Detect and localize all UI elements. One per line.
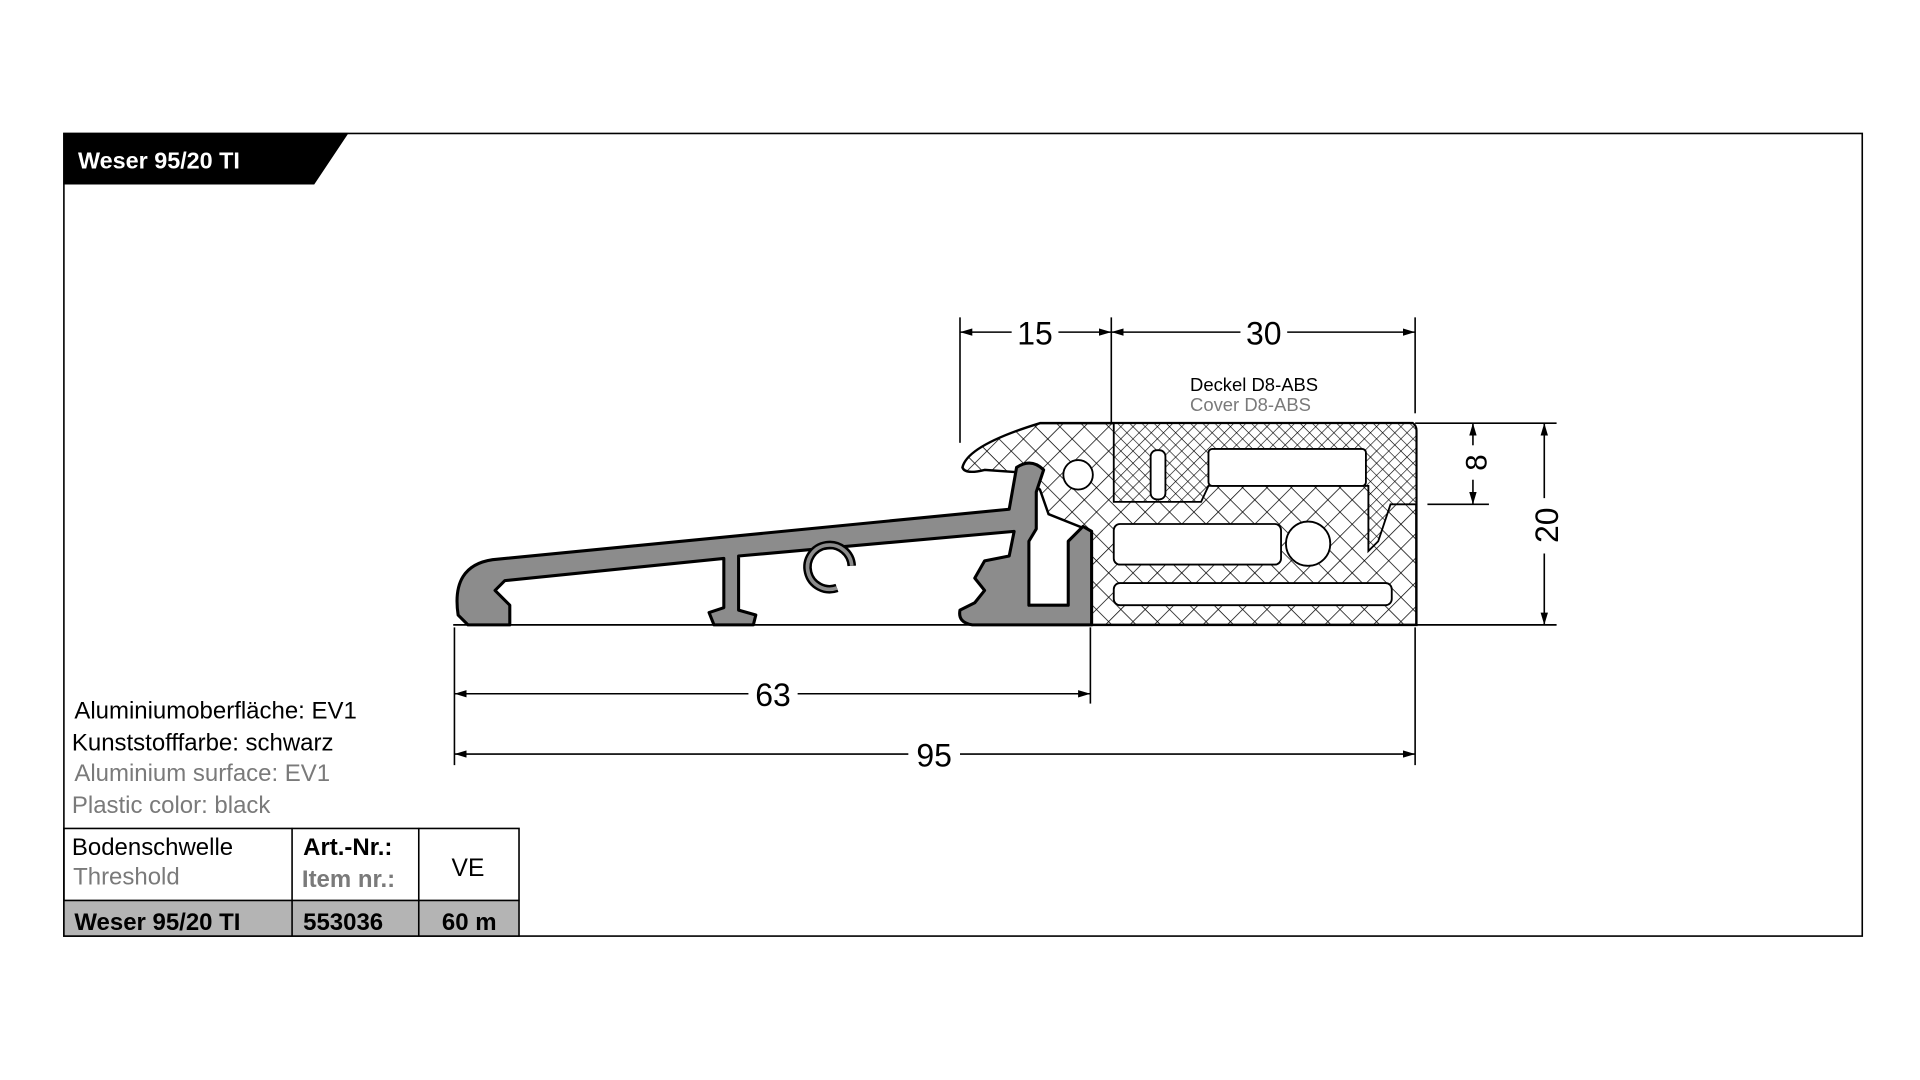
dim-15: 15 bbox=[1017, 315, 1053, 351]
table-header-name-de: Bodenschwelle bbox=[72, 834, 233, 861]
dim-30: 30 bbox=[1246, 315, 1282, 351]
table-header-name-en: Threshold bbox=[73, 863, 180, 890]
dimension-lines bbox=[453, 317, 1557, 766]
title-tab bbox=[63, 132, 349, 185]
note-surface-de: Aluminiumoberfläche: EV1 bbox=[74, 697, 356, 724]
dim-95: 95 bbox=[916, 737, 952, 773]
cover-label-en: Cover D8-ABS bbox=[1190, 394, 1311, 415]
table-header-art-de: Art.-Nr.: bbox=[303, 834, 392, 861]
cover-label-de: Deckel D8-ABS bbox=[1190, 374, 1318, 395]
plastic-profile bbox=[961, 421, 1418, 627]
table-header-ve: VE bbox=[452, 855, 485, 882]
article-table: Bodenschwelle Threshold Art.-Nr.: Item n… bbox=[63, 827, 520, 937]
dim-20: 20 bbox=[1529, 507, 1565, 543]
table-cell-ve: 60 m bbox=[442, 909, 497, 936]
note-surface-en: Aluminium surface: EV1 bbox=[74, 760, 330, 787]
table-cell-name: Weser 95/20 TI bbox=[74, 909, 240, 936]
table-header-art-en: Item nr.: bbox=[302, 866, 395, 893]
dim-8: 8 bbox=[1460, 454, 1493, 470]
drawing-title: Weser 95/20 TI bbox=[78, 148, 240, 174]
dim-63: 63 bbox=[755, 677, 791, 713]
drawing-frame bbox=[63, 132, 1864, 937]
note-color-en: Plastic color: black bbox=[72, 792, 271, 819]
aluminium-profile bbox=[455, 461, 1094, 627]
note-color-de: Kunststofffarbe: schwarz bbox=[72, 729, 334, 756]
table-cell-art: 553036 bbox=[303, 909, 383, 936]
